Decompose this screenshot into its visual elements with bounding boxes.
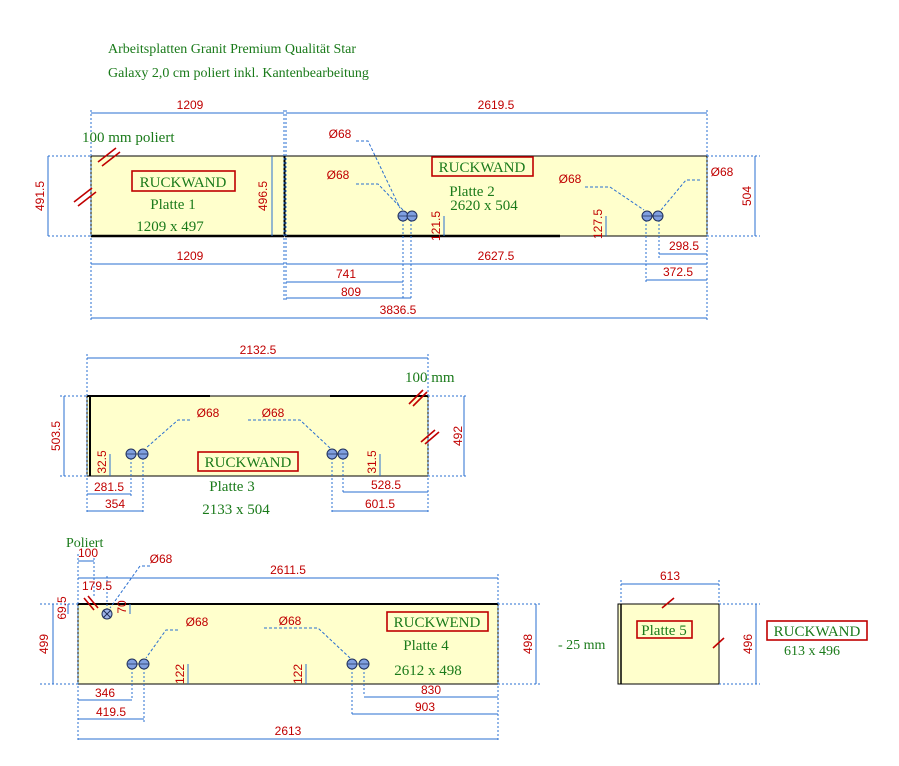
plate-5-side-tag-box xyxy=(766,620,868,641)
dia-r1-c: Ø68 xyxy=(559,172,582,186)
plate-5-tag-box xyxy=(636,620,693,639)
plate-5-note: - 25 mm xyxy=(558,638,606,653)
dia-r3-b: Ø68 xyxy=(186,615,209,629)
dia-r2-a: Ø68 xyxy=(197,406,220,420)
dim-r3-left: 499 xyxy=(37,634,51,654)
dim-r3-100: 100 xyxy=(78,546,98,560)
dim-r2-601: 601.5 xyxy=(365,497,395,511)
dim-r2-281: 281.5 xyxy=(94,480,124,494)
dim-r2-h1: 32.5 xyxy=(95,450,109,474)
dia-r3-c: Ø68 xyxy=(279,614,302,628)
dim-r3-419: 419.5 xyxy=(96,705,126,719)
dim-r1-right: 504 xyxy=(740,186,754,206)
plate-1-tag: RUCKWAND xyxy=(140,175,227,191)
dim-r3-h1: 122 xyxy=(173,664,187,684)
plate-1 xyxy=(90,155,285,237)
dia-r1-d: Ø68 xyxy=(711,165,734,179)
plate-3-size: 2133 x 504 xyxy=(202,502,270,518)
dim-r1-bot1: 1209 xyxy=(177,249,204,263)
dim-r1-h1: 121.5 xyxy=(429,211,443,241)
plate-1-name: Platte 1 xyxy=(150,197,195,213)
dim-r2-left: 503.5 xyxy=(49,421,63,451)
dim-r3-830: 830 xyxy=(421,683,441,697)
dim-r1-741: 741 xyxy=(336,267,356,281)
dim-r2-354: 354 xyxy=(105,497,125,511)
plate-2-name: Platte 2 xyxy=(449,184,494,200)
plate-1-size: 1209 x 497 xyxy=(136,219,204,235)
plate-3 xyxy=(86,395,429,477)
plate-2-tag: RUCKWAND xyxy=(439,160,526,176)
plate-4-note: Poliert xyxy=(66,536,103,551)
plate-3-note: 100 mm xyxy=(405,370,455,386)
plate-5-side-tag: RUCKWAND xyxy=(774,624,861,640)
dim-r2-top: 2132.5 xyxy=(240,343,277,357)
dim-r1-left: 491.5 xyxy=(33,181,47,211)
header-line-2: Galaxy 2,0 cm poliert inkl. Kantenbearbe… xyxy=(108,66,369,81)
plate-1-tag-box xyxy=(131,170,236,192)
dia-r1-b: Ø68 xyxy=(327,168,350,182)
dim-r3-h2: 122 xyxy=(291,664,305,684)
dim-r3-903: 903 xyxy=(415,700,435,714)
dim-r2-h2: 31.5 xyxy=(365,450,379,474)
dia-r2-b: Ø68 xyxy=(262,406,285,420)
dim-r1-top2: 2619.5 xyxy=(478,98,515,112)
dim-r1-372: 372.5 xyxy=(663,265,693,279)
plate-3-tag-box xyxy=(197,451,299,472)
dim-r4-top: 613 xyxy=(660,569,680,583)
plate-4-size: 2612 x 498 xyxy=(394,663,462,679)
plate-3-name: Platte 3 xyxy=(209,479,254,495)
dia-r1-a: Ø68 xyxy=(329,127,352,141)
dim-r1-total: 3836.5 xyxy=(380,303,417,317)
dim-r4-right: 496 xyxy=(741,634,755,654)
plate-4 xyxy=(77,603,499,685)
plate-4-tag-box xyxy=(386,611,489,632)
plate-2-tag-box xyxy=(431,156,534,177)
dim-r3-346: 346 xyxy=(95,686,115,700)
dim-r3-70: 70 xyxy=(115,600,129,614)
plate-3-tag: RUCKWAND xyxy=(205,455,292,471)
plate-5 xyxy=(617,603,720,685)
dim-r1-top1: 1209 xyxy=(177,98,204,112)
dim-r3-179: 179.5 xyxy=(82,579,112,593)
dim-r1-bot2: 2627.5 xyxy=(478,249,515,263)
dim-r2-528: 528.5 xyxy=(371,478,401,492)
dim-r1-mid: 496.5 xyxy=(256,181,270,211)
plate-4-name: Platte 4 xyxy=(403,638,449,654)
dim-r1-298: 298.5 xyxy=(669,239,699,253)
dim-r1-h2: 127.5 xyxy=(591,209,605,239)
dim-r3-total: 2613 xyxy=(275,724,302,738)
header-line-1: Arbeitsplatten Granit Premium Qualität S… xyxy=(108,42,356,57)
dim-r3-right: 498 xyxy=(521,634,535,654)
dim-r1-809: 809 xyxy=(341,285,361,299)
plate-2-size: 2620 x 504 xyxy=(450,198,518,214)
plate-4-tag: RUCKWEND xyxy=(394,615,481,631)
plate-5-tag: Platte 5 xyxy=(641,623,686,639)
dia-r3-a: Ø68 xyxy=(150,552,173,566)
plate-5-size: 613 x 496 xyxy=(784,644,840,659)
plate-1-note: 100 mm poliert xyxy=(82,130,175,146)
dim-r3-top: 2611.5 xyxy=(270,563,306,577)
dim-r2-right: 492 xyxy=(451,426,465,446)
dim-r3-69: 69.5 xyxy=(55,596,69,620)
plate-2 xyxy=(284,155,708,237)
